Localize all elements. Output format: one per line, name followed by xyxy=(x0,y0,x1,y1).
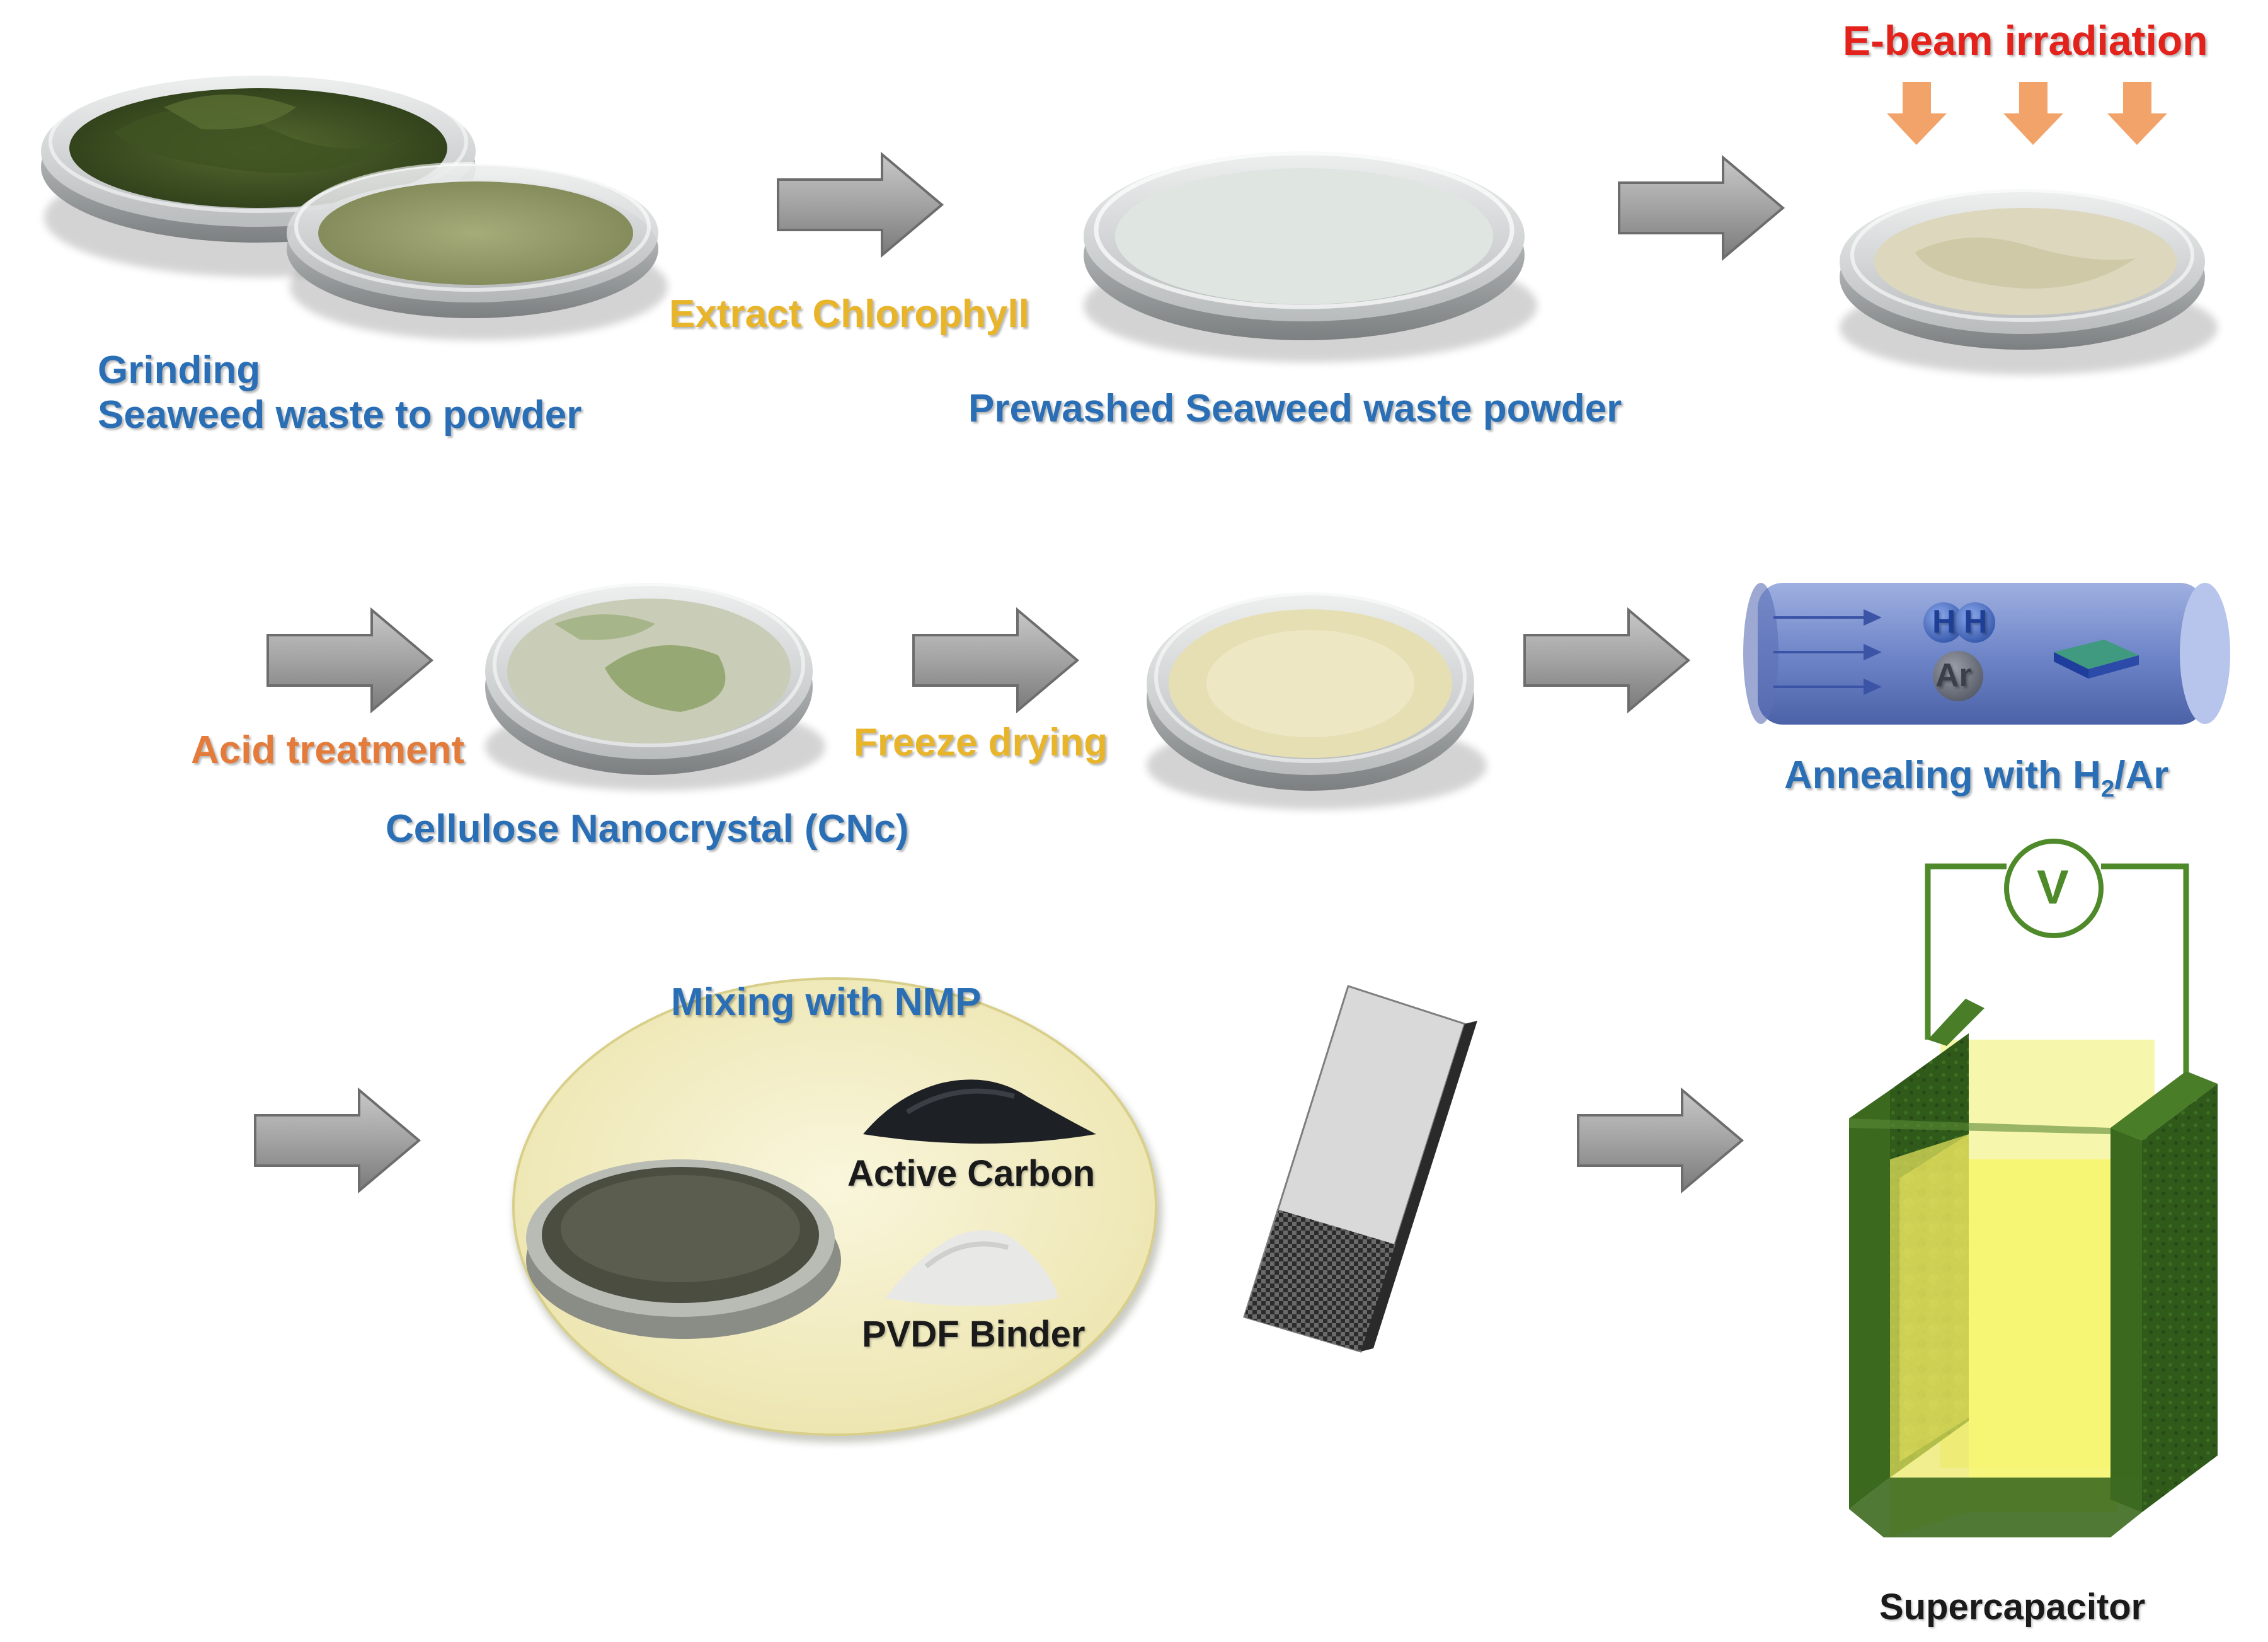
voltmeter-icon xyxy=(2004,839,2104,938)
block-right-arrow-icon xyxy=(912,607,1080,714)
extract-chlorophyll-label: Extract Chlorophyll xyxy=(669,292,1029,336)
pvdf-powder-pile-icon xyxy=(885,1230,1058,1306)
argon-atom-icon xyxy=(1933,651,1983,701)
ar-atom-label: Ar xyxy=(1935,657,1972,694)
active-carbon-pile-icon xyxy=(863,1079,1096,1144)
mixing-label: Mixing with NMP xyxy=(671,980,982,1024)
active-carbon-label: Active Carbon xyxy=(847,1153,1096,1194)
petri-dish-icon xyxy=(1084,151,1537,362)
prewashed-label: Prewashed Seaweed waste powder xyxy=(968,387,1622,430)
h-atom-label-2: H xyxy=(1964,604,1988,640)
annealing-label: Annealing with H2/Ar xyxy=(1784,753,2168,803)
down-arrow-icon xyxy=(2107,82,2167,145)
grinding-subtitle: Seaweed waste to powder xyxy=(98,393,582,437)
block-right-arrow-icon xyxy=(266,607,434,714)
electrode-strip-icon xyxy=(1243,985,1477,1353)
block-right-arrow-icon xyxy=(777,151,944,258)
supercapacitor-cell-icon xyxy=(1849,839,2218,1537)
h-atom-label-1: H xyxy=(1932,604,1956,640)
freeze-drying-label: Freeze drying xyxy=(854,721,1108,764)
block-right-arrow-icon xyxy=(1618,154,1785,261)
petri-dish-icon xyxy=(1147,592,1487,810)
cnc-label: Cellulose Nanocrystal (CNc) xyxy=(386,807,909,851)
annealing-subscript: 2 xyxy=(2100,775,2115,803)
supercapacitor-label: Supercapacitor xyxy=(1879,1587,2146,1628)
annealing-prefix: Annealing with H xyxy=(1784,754,2101,797)
voltmeter-label: V xyxy=(2037,861,2069,914)
annealing-suffix: /Ar xyxy=(2114,754,2169,797)
petri-dish-icon xyxy=(485,582,825,791)
pvdf-binder-label: PVDF Binder xyxy=(862,1314,1085,1355)
gas-flow-arrows xyxy=(1773,609,1882,696)
petri-dish-icon xyxy=(287,162,668,340)
ebeam-label: E-beam irradiation xyxy=(1843,17,2208,64)
down-arrow-icon xyxy=(1887,82,1947,145)
block-right-arrow-icon xyxy=(1523,607,1691,714)
acid-treatment-label: Acid treatment xyxy=(191,728,465,772)
sample-block-icon xyxy=(2054,640,2139,679)
petri-dish-icon xyxy=(1840,188,2218,375)
annealing-tube-icon xyxy=(1743,583,2230,725)
grinding-title: Grinding xyxy=(98,348,261,392)
petri-dish-icon xyxy=(526,1159,841,1339)
block-right-arrow-icon xyxy=(1577,1087,1744,1194)
block-right-arrow-icon xyxy=(254,1087,421,1194)
down-arrow-icon xyxy=(2003,82,2063,145)
hydrogen-molecule-icon xyxy=(1923,602,1995,643)
grinding-label: Grinding Seaweed waste to powder xyxy=(98,348,581,438)
